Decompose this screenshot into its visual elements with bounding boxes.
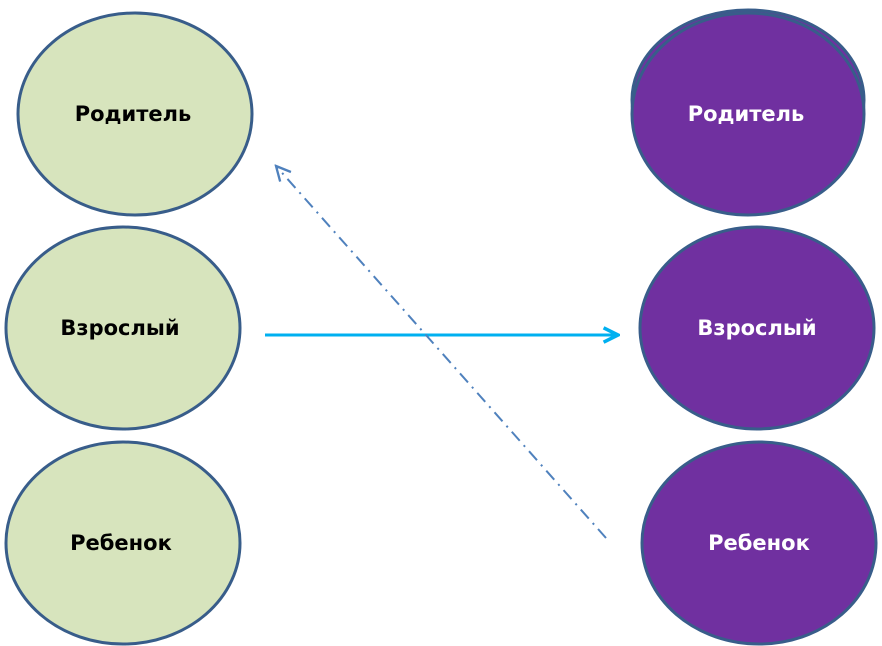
right-node-adult: Взрослый <box>638 225 876 431</box>
right-node-parent: Родитель <box>630 8 866 217</box>
left-node-parent: Родитель <box>16 11 254 217</box>
left-node-child-label: Ребенок <box>70 531 172 555</box>
left-node-child: Ребенок <box>4 440 242 646</box>
left-column: Родитель Взрослый Ребенок <box>4 11 254 646</box>
left-node-adult-label: Взрослый <box>60 316 179 340</box>
right-node-child-label: Ребенок <box>708 531 810 555</box>
edge-child-to-parent-arrow <box>276 166 607 539</box>
right-column: Родитель Взрослый Ребенок <box>630 8 878 646</box>
left-node-adult: Взрослый <box>4 225 242 431</box>
right-node-child: Ребенок <box>640 440 878 646</box>
right-node-parent-label: Родитель <box>688 102 805 126</box>
left-node-parent-label: Родитель <box>75 102 192 126</box>
right-node-adult-label: Взрослый <box>697 316 816 340</box>
